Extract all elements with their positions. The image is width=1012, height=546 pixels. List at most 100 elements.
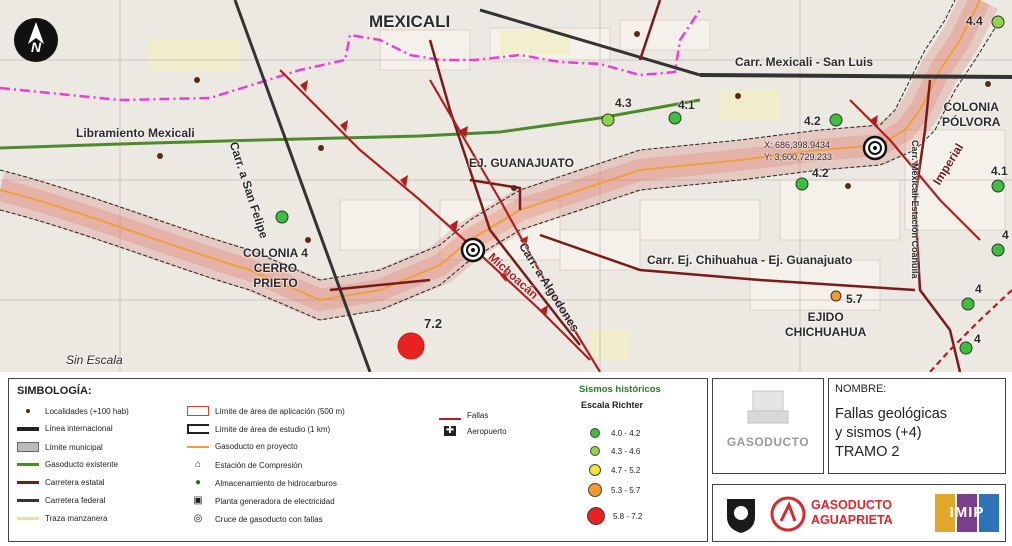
quake-4-3 <box>601 113 615 127</box>
legend-label: Almacenamiento de hidrocarburos <box>215 478 337 488</box>
legend-item: Límite municipal <box>17 442 103 452</box>
legend-label: Límite de área de estudio (1 km) <box>215 424 331 434</box>
place-label-guanajuato: EJ. GUANAJUATO <box>469 156 574 170</box>
north-arrow-icon: N <box>14 18 58 62</box>
quake-5-7 <box>830 290 842 302</box>
sismo-range-row: 4.7 - 5.2 <box>587 464 640 476</box>
legend-label: Cruce de gasoducto con fallas <box>215 514 323 524</box>
legend-label: Carretera estatal <box>45 478 105 487</box>
sismo-range-row: 4.0 - 4.2 <box>587 428 640 438</box>
quake-label: 4.4 <box>966 14 983 28</box>
sismos-subtitle: Escala Richter <box>581 400 644 410</box>
imip-logo-text: IMIP <box>949 504 985 521</box>
quake-4-2a <box>829 113 843 127</box>
crossing-icon: ◎ <box>193 513 203 524</box>
fields <box>150 30 780 360</box>
sismos-title: Sismos históricos <box>579 384 661 395</box>
legend-item: Límite de área de estudio (1 km) <box>187 424 330 434</box>
legend-item: ◎ Cruce de gasoducto con fallas <box>187 514 323 524</box>
legend-label: Planta generadora de electricidad <box>215 496 335 506</box>
projected-pipeline <box>0 0 981 302</box>
streets <box>0 0 1012 372</box>
quake-label: 4.2 <box>804 114 821 128</box>
aguaprieta-logo-icon <box>770 496 806 532</box>
sismo-range-label: 4.7 - 5.2 <box>611 465 641 475</box>
existing-pipeline <box>0 98 701 150</box>
gasoducto-logo-box: GASODUCTO <box>712 378 824 474</box>
legend-panel: SIMBOLOGÍA: Localidades (+100 hab) Línea… <box>8 378 708 542</box>
quake-label: 4.1 <box>991 164 1008 178</box>
fault-crossing-2 <box>862 135 888 161</box>
study-area-outline-1 <box>0 0 956 281</box>
legend-item: ● Almacenamiento de hidrocarburos <box>187 478 337 488</box>
legend-item: Fallas <box>439 411 488 420</box>
power-plant-icon: ▣ <box>193 495 203 506</box>
fault-icon <box>439 417 461 420</box>
storage-icon: ● <box>194 477 202 488</box>
quake-4-1b <box>991 179 1005 193</box>
legend-label: Gasoducto existente <box>45 460 118 469</box>
legend-item: ⌂Estación de Compresión <box>187 460 302 470</box>
place-label-ejido-chihuahua: EJIDO CHICHUAHUA <box>785 310 867 339</box>
legend-item: Límite de área de aplicación (500 m) <box>187 406 345 416</box>
sismo-range-label: 5.3 - 5.7 <box>611 485 641 495</box>
quake-label: 5.7 <box>846 292 863 306</box>
place-label-colonia-polvora: COLONIA PÓLVORA <box>942 100 1001 129</box>
sismo-range-label: 5.8 - 7.2 <box>613 511 643 521</box>
road-label-mexicali-san-luis: Carr. Mexicali - San Luis <box>735 55 874 69</box>
legend-title: SIMBOLOGÍA: <box>17 385 92 397</box>
localities <box>157 31 991 299</box>
quake-label: 4.3 <box>615 96 632 110</box>
road-label-mexicali-coahuila: Carr. Mexicali Estación Coahuila <box>910 140 920 279</box>
legend-label: Línea internacional <box>45 424 113 433</box>
fault-teeth <box>300 80 918 317</box>
sismo-range-row: 5.3 - 5.7 <box>587 483 640 497</box>
quake-label: 4 <box>974 332 981 346</box>
legend-item: ✚Aeropuerto <box>439 426 507 436</box>
legend-label: Límite de área de aplicación (500 m) <box>215 406 345 416</box>
logos-box: GASODUCTO AGUAPRIETA IMIP <box>712 484 1006 542</box>
legend-item: Carretera estatal <box>17 478 105 487</box>
sismo-range-label: 4.3 - 4.6 <box>611 446 641 456</box>
quake-4c <box>959 341 973 355</box>
aguaprieta-logo-text: GASODUCTO AGUAPRIETA <box>811 498 893 527</box>
place-label-colonia4: COLONIA 4 CERRO PRIETO <box>243 246 308 290</box>
quake-unlabeled <box>275 210 289 224</box>
federal-road-mexicali-san-luis-2 <box>699 73 1012 79</box>
earthquakes <box>275 15 1005 360</box>
legend-item: Carretera federal <box>17 496 105 505</box>
federal-road-san-felipe <box>233 0 372 372</box>
legend-label: Fallas <box>467 411 489 420</box>
imip-logo: IMIP <box>935 494 999 532</box>
sismo-range-label: 4.0 - 4.2 <box>611 428 641 438</box>
coordinate-y: Y: 3,600,729.233 <box>764 152 833 162</box>
quake-label: 4.2 <box>812 166 829 180</box>
scale-note: Sin Escala <box>66 353 123 367</box>
quake-label: 7.2 <box>424 316 443 331</box>
quake-4b <box>961 297 975 311</box>
quake-label: 4 <box>975 282 982 296</box>
title-box-label: NOMBRE: <box>835 383 887 395</box>
quake-4-1 <box>668 111 682 125</box>
quake-7-2 <box>397 332 425 360</box>
legend-label: Localidades (+100 hab) <box>45 406 129 416</box>
map-canvas[interactable]: N <box>0 0 1012 372</box>
gasoducto-logo-text: GASODUCTO <box>726 435 810 449</box>
sismo-range-row: 5.8 - 7.2 <box>587 507 642 525</box>
quake-label: 4 <box>1002 228 1009 242</box>
legend-item: Gasoducto existente <box>17 460 118 469</box>
legend-item: Localidades (+100 hab) <box>17 406 129 416</box>
legend-item: Gasoducto en proyecto <box>187 442 298 451</box>
state-roads <box>329 0 962 372</box>
airport-icon: ✚ <box>444 425 456 436</box>
federal-road-mexicali-san-luis <box>479 8 701 77</box>
quake-4a <box>991 243 1005 257</box>
title-box-value: Fallas geológicas y sismos (+4) TRAMO 2 <box>835 406 948 460</box>
compressor-station-icon: ⌂ <box>194 459 202 470</box>
legend-item: Línea internacional <box>17 424 113 433</box>
sismo-range-row: 4.3 - 4.6 <box>587 446 640 456</box>
shield-logo-icon <box>727 499 755 533</box>
legend-label: Traza manzanera <box>45 514 108 523</box>
road-label-libramiento: Libramiento Mexicali <box>76 126 195 140</box>
